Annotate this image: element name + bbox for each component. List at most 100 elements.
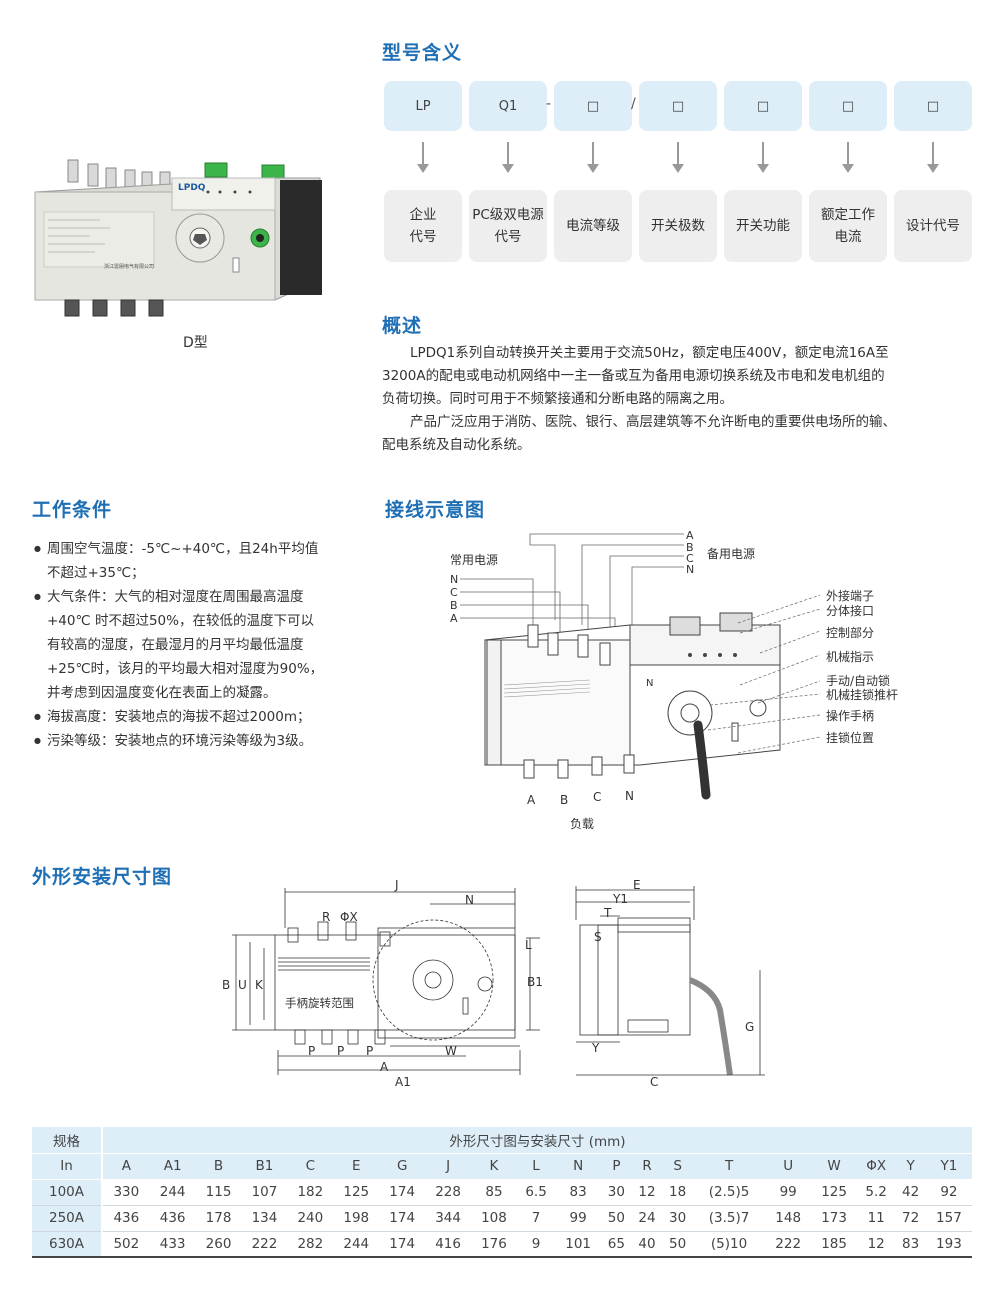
table-cell: 18 bbox=[662, 1179, 693, 1206]
table-cell: 92 bbox=[925, 1179, 972, 1206]
dim-p: P bbox=[308, 1044, 316, 1058]
overview-line: 配电系统及自动化系统。 bbox=[382, 437, 531, 453]
model-code-box: □ bbox=[724, 81, 802, 131]
table-cell: 125 bbox=[333, 1179, 380, 1206]
model-code-box: □ bbox=[554, 81, 632, 131]
callout-padlock-push-rod: 机械挂锁推杆 bbox=[826, 688, 899, 702]
table-cell: 99 bbox=[555, 1205, 602, 1232]
table-cell: 174 bbox=[379, 1231, 426, 1258]
down-arrow-icon bbox=[757, 142, 769, 173]
table-cell: 100A bbox=[32, 1179, 103, 1206]
table-cell: (2.5)5 bbox=[692, 1179, 766, 1206]
dim-r: R bbox=[322, 910, 331, 924]
load-label: 负载 bbox=[570, 817, 595, 831]
model-meaning-line: 代号 bbox=[409, 229, 437, 245]
phase-top-a: A bbox=[686, 529, 694, 542]
table-column-header: A1 bbox=[149, 1153, 196, 1180]
overview-line: LPDQ1系列自动转换开关主要用于交流50Hz，额定电压400V，额定电流16A… bbox=[410, 345, 889, 361]
table-cell: 108 bbox=[471, 1205, 517, 1232]
condition-atmosphere-cont: 有较高的湿度，在最湿月的月平均最低温度 bbox=[47, 637, 304, 653]
backup-source-label: 备用电源 bbox=[707, 547, 756, 561]
table-cell: 40 bbox=[631, 1231, 663, 1258]
phase-bottom-n: N bbox=[625, 789, 634, 803]
table-cell: 222 bbox=[765, 1231, 812, 1258]
table-cell: 72 bbox=[895, 1205, 926, 1232]
dim-b1: B1 bbox=[527, 975, 543, 989]
dim-n: N bbox=[465, 893, 474, 907]
phase-bottom-a: A bbox=[527, 793, 536, 807]
dim-p: P bbox=[366, 1044, 374, 1058]
dim-u: U bbox=[238, 978, 247, 992]
model-code-box: □ bbox=[894, 81, 972, 131]
table-column-header: L bbox=[516, 1153, 556, 1180]
dim-a1: A1 bbox=[395, 1075, 411, 1089]
product-brand: LPDQ bbox=[178, 183, 206, 193]
model-meaning-box: 设计代号 bbox=[894, 190, 972, 262]
dim-w: W bbox=[445, 1044, 457, 1058]
phase-bottom-b: B bbox=[560, 793, 569, 807]
table-cell: 260 bbox=[195, 1231, 242, 1258]
model-meaning-line: 电流等级 bbox=[566, 218, 620, 234]
condition-atmosphere-cont: +25℃时，该月的平均最大相对湿度为90%， bbox=[47, 661, 324, 677]
product-caption: D型 bbox=[183, 335, 208, 351]
table-cell: 198 bbox=[333, 1205, 380, 1232]
dim-y1: Y1 bbox=[613, 892, 628, 906]
callout-mech-indicator: 机械指示 bbox=[826, 650, 875, 664]
table-cell: 115 bbox=[195, 1179, 242, 1206]
phase-top-c: C bbox=[686, 552, 694, 565]
condition-atmosphere: 大气条件：大气的相对湿度在周围最高温度 bbox=[34, 585, 364, 609]
overview-title: 概述 bbox=[382, 315, 423, 337]
phase-left-c: C bbox=[450, 586, 458, 599]
condition-temperature-cont: 不超过+35℃； bbox=[47, 565, 145, 581]
model-meaning-line: 开关功能 bbox=[736, 218, 790, 234]
overview-line: 产品广泛应用于消防、医院、银行、高层建筑等不允许断电的重要供电场所的输、 bbox=[410, 414, 896, 430]
condition-atmosphere-cont: +40℃ 时不超过50%，在较低的温度下可以 bbox=[47, 613, 314, 629]
table-cell: 185 bbox=[811, 1231, 858, 1258]
table-cell: 433 bbox=[149, 1231, 196, 1258]
table-cell: 344 bbox=[425, 1205, 472, 1232]
table-column-header: ΦX bbox=[857, 1153, 896, 1180]
dim-k: K bbox=[255, 978, 263, 992]
table-cell: 250A bbox=[32, 1205, 103, 1232]
table-cell: 193 bbox=[925, 1231, 972, 1258]
model-meaning-line: 额定工作 bbox=[821, 207, 875, 223]
table-column-header: W bbox=[811, 1153, 858, 1180]
table-cell: 7 bbox=[516, 1205, 556, 1232]
table-cell: 630A bbox=[32, 1231, 103, 1258]
table-cell: 24 bbox=[631, 1205, 663, 1232]
condition-altitude: 海拔高度：安装地点的海拔不超过2000m； bbox=[34, 705, 364, 729]
table-cell: 282 bbox=[287, 1231, 334, 1258]
callout-handle: 操作手柄 bbox=[826, 709, 875, 723]
dim-t: T bbox=[604, 906, 612, 920]
dim-a: A bbox=[380, 1060, 389, 1074]
callout-control-part: 控制部分 bbox=[826, 626, 875, 640]
wiring-diagram bbox=[460, 533, 820, 800]
table-cell: 50 bbox=[662, 1231, 693, 1258]
table-column-header: U bbox=[765, 1153, 812, 1180]
callout-external-terminal: 外接端子 bbox=[826, 589, 875, 603]
overview-line: 负荷切换。同时可用于不频繁接通和分断电路的隔离之用。 bbox=[382, 391, 733, 407]
table-column-header: Y1 bbox=[925, 1153, 972, 1180]
wiring-title: 接线示意图 bbox=[385, 499, 486, 521]
table-cell: 244 bbox=[149, 1179, 196, 1206]
table-cell: 5.2 bbox=[857, 1179, 896, 1206]
model-section-title: 型号含义 bbox=[382, 42, 463, 64]
normal-source-label: 常用电源 bbox=[450, 553, 499, 567]
table-cell: 12 bbox=[857, 1231, 896, 1258]
table-column-header: K bbox=[471, 1153, 517, 1180]
phase-left-b: B bbox=[450, 599, 458, 612]
table-column-header: Y bbox=[895, 1153, 926, 1180]
table-column-header: A bbox=[102, 1153, 150, 1180]
table-cell: 134 bbox=[241, 1205, 288, 1232]
table-column-header: P bbox=[601, 1153, 632, 1180]
down-arrow-icon bbox=[587, 142, 599, 173]
table-column-header: S bbox=[662, 1153, 693, 1180]
model-meaning-line: 设计代号 bbox=[906, 218, 960, 234]
table-cell: 11 bbox=[857, 1205, 896, 1232]
model-code-box: LP bbox=[384, 81, 462, 131]
table-cell: 436 bbox=[102, 1205, 150, 1232]
table-cell: (5)10 bbox=[692, 1231, 766, 1258]
dim-j: J bbox=[395, 878, 399, 892]
